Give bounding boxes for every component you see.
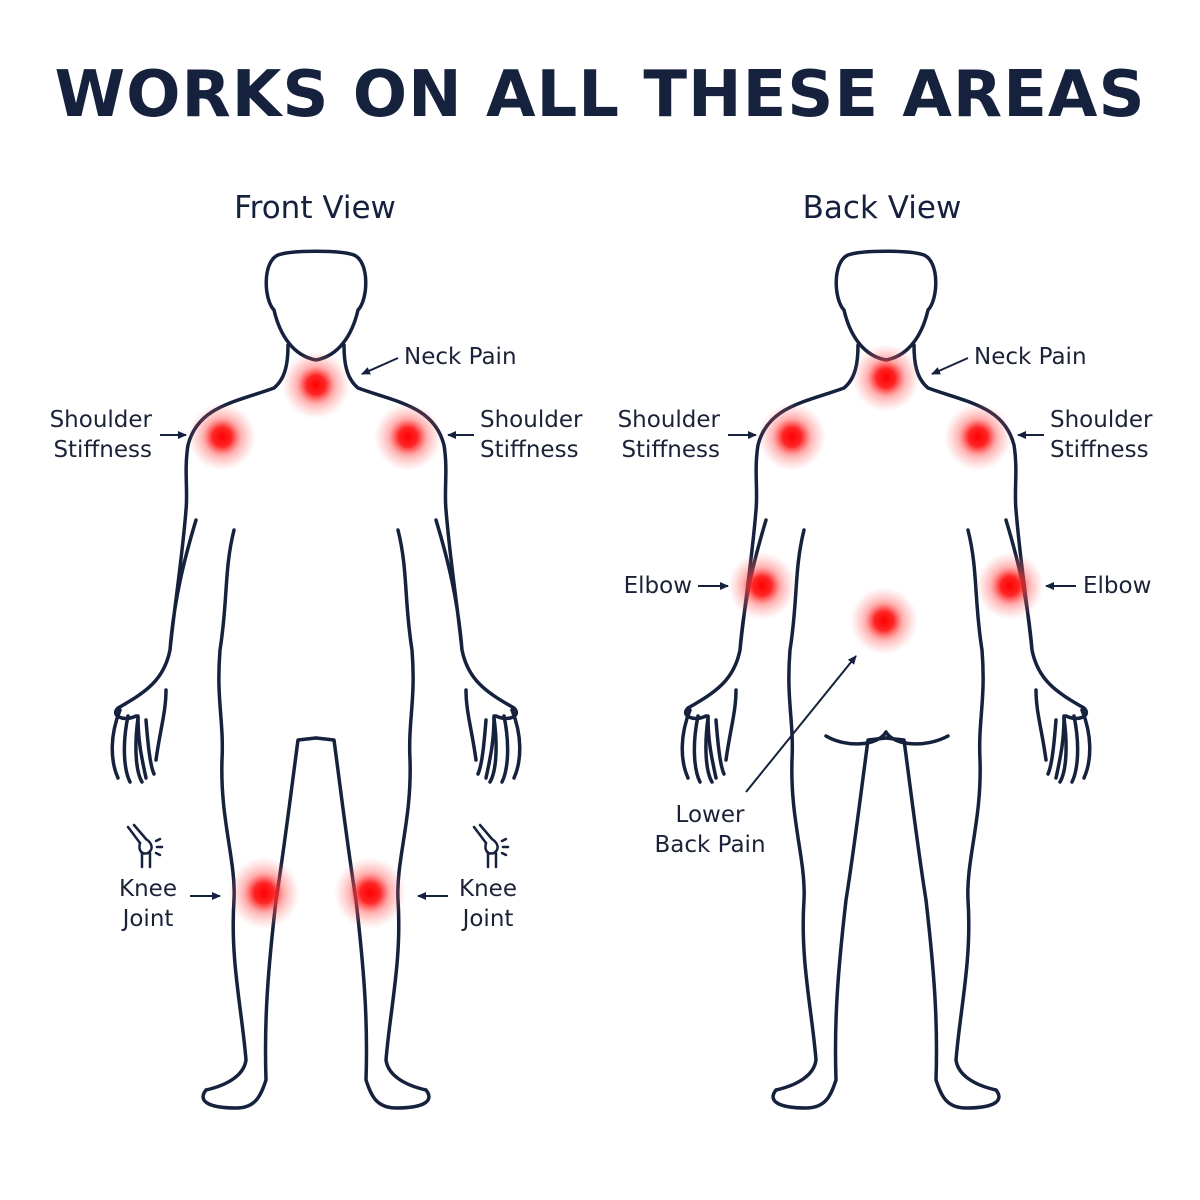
back-arrows [698, 357, 1076, 793]
page-title: WORKS ON ALL THESE AREAS [54, 58, 1146, 132]
knee-joint-icon [472, 823, 510, 869]
front-pain-points [188, 351, 442, 929]
back-left-elbow-label: Elbow [623, 573, 692, 599]
back-neck-pain-label: Neck Pain [974, 344, 1087, 370]
back-right-shoulder-spot [944, 403, 1012, 471]
front-left-shoulder-line1: Shoulder [49, 407, 152, 433]
back-lower-back-line2: Back Pain [654, 832, 766, 858]
back-left-shoulder-line1: Shoulder [617, 407, 720, 433]
back-lower-back-spot [850, 587, 918, 655]
back-pain-points [728, 344, 1044, 655]
back-right-elbow-spot [976, 552, 1044, 620]
front-neck-pain-spot [282, 351, 350, 419]
front-arrows [160, 357, 474, 900]
front-view-heading: Front View [234, 190, 396, 226]
front-left-knee-line1: Knee [119, 876, 177, 902]
back-neck-arrow [931, 357, 969, 375]
front-right-shoulder-label: Shoulder Stiffness [480, 405, 582, 465]
back-lower-back-arrow [745, 655, 857, 793]
front-neck-arrow [361, 357, 399, 375]
front-left-knee-line2: Joint [122, 906, 174, 932]
back-view-heading: Back View [802, 190, 962, 226]
knee-joint-icon [126, 823, 164, 869]
front-right-knee-line1: Knee [459, 876, 517, 902]
back-right-elbow-label: Elbow [1083, 573, 1152, 599]
front-right-knee-spot [334, 857, 406, 929]
back-left-shoulder-line2: Stiffness [621, 437, 720, 463]
front-left-shoulder-spot [188, 403, 256, 471]
front-left-knee-spot [228, 857, 300, 929]
front-right-shoulder-spot [374, 403, 442, 471]
front-neck-pain-label: Neck Pain [404, 344, 517, 370]
back-right-shoulder-label: Shoulder Stiffness [1050, 405, 1152, 465]
front-left-knee-label: Knee Joint [108, 874, 188, 934]
back-left-shoulder-label: Shoulder Stiffness [606, 405, 720, 465]
back-lower-back-line1: Lower [675, 802, 745, 828]
back-body-outline [680, 249, 1092, 1110]
front-right-knee-label: Knee Joint [448, 874, 528, 934]
front-right-shoulder-line1: Shoulder [480, 407, 583, 433]
front-right-shoulder-line2: Stiffness [480, 437, 579, 463]
back-right-shoulder-line2: Stiffness [1050, 437, 1149, 463]
front-right-knee-line2: Joint [462, 906, 514, 932]
front-left-shoulder-line2: Stiffness [53, 437, 152, 463]
back-left-elbow-spot [728, 552, 796, 620]
back-right-shoulder-line1: Shoulder [1050, 407, 1153, 433]
back-left-shoulder-spot [758, 403, 826, 471]
back-lower-back-label: Lower Back Pain [640, 800, 780, 860]
back-neck-pain-spot [852, 344, 920, 412]
front-left-shoulder-label: Shoulder Stiffness [38, 405, 152, 465]
